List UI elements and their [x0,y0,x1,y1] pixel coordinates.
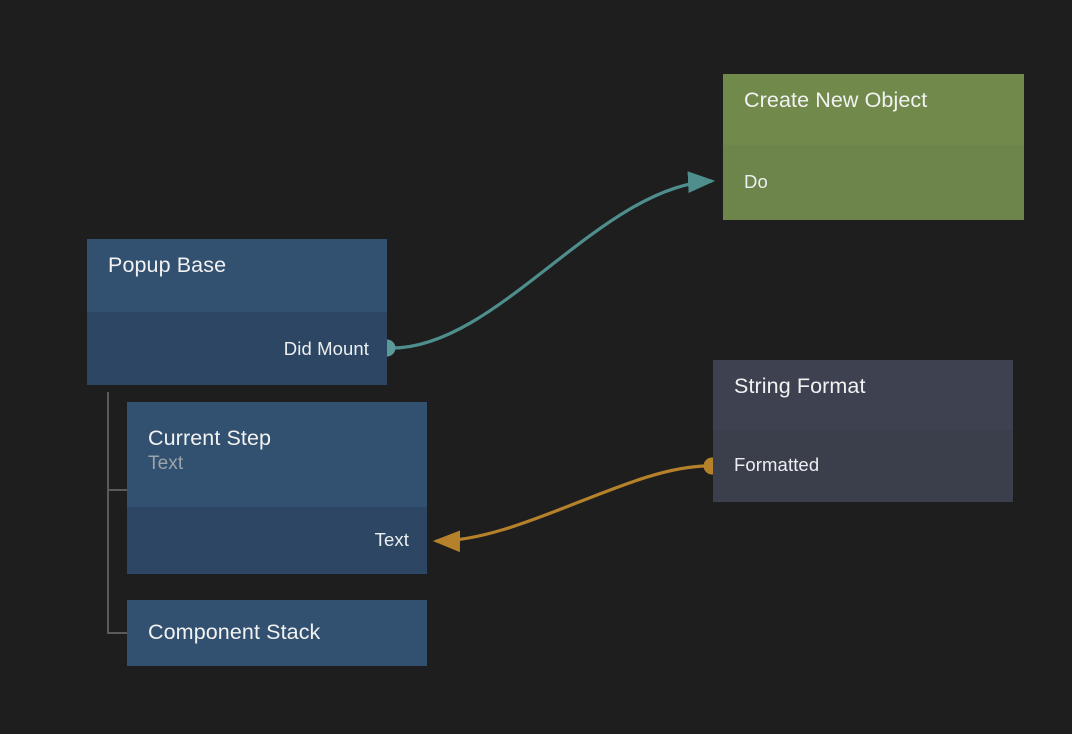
node-current-step-subtitle: Text [148,453,184,475]
port-row-do[interactable]: Do [723,165,1024,199]
node-current-step-header[interactable]: Current Step Text [127,402,427,507]
port-label-text: Text [374,529,409,550]
port-label-do: Do [744,171,768,192]
node-popup-base-title: Popup Base [108,253,227,277]
node-current-step-title: Current Step [148,426,272,450]
tree-bracket [107,392,128,634]
node-string-format-title: String Format [734,374,866,398]
node-create-new-object-header[interactable]: Create New Object [723,74,1024,145]
node-popup-base[interactable]: Popup Base Did Mount [87,239,387,385]
port-label-did-mount: Did Mount [283,338,369,359]
node-string-format-body: Formatted [713,430,1013,502]
edge-formatted-to-text[interactable] [432,464,709,553]
node-popup-base-body: Did Mount [87,312,387,385]
node-create-new-object-title: Create New Object [744,88,928,112]
port-row-text[interactable]: Text [127,523,427,557]
port-row-formatted[interactable]: Formatted [713,448,1013,482]
node-component-stack[interactable]: Component Stack [127,600,427,666]
node-create-new-object[interactable]: Create New Object Do [723,74,1024,220]
node-component-stack-header[interactable]: Component Stack [127,600,427,666]
node-string-format-header[interactable]: String Format [713,360,1013,430]
node-create-new-object-body: Do [723,145,1024,220]
node-popup-base-header[interactable]: Popup Base [87,239,387,312]
node-current-step[interactable]: Current Step Text Text [127,402,427,574]
node-current-step-body: Text [127,507,427,574]
edge-did-mount-to-do[interactable] [391,171,716,350]
node-component-stack-title: Component Stack [148,620,321,645]
port-label-formatted: Formatted [734,454,820,475]
port-row-did-mount[interactable]: Did Mount [87,332,387,366]
node-string-format[interactable]: String Format Formatted [713,360,1013,502]
